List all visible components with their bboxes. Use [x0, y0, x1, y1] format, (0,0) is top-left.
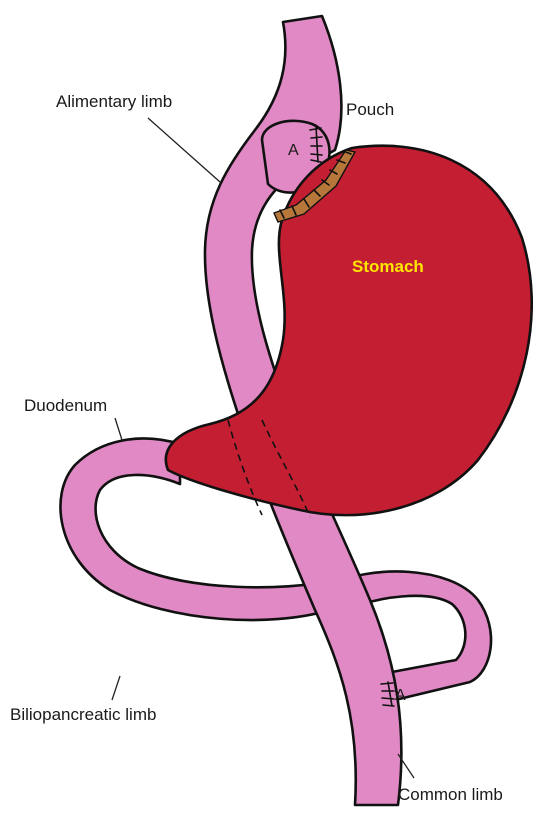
biliopancreatic-limb-label: Biliopancreatic limb [10, 705, 156, 724]
common-limb-label: Common limb [398, 785, 503, 804]
duodenum-label: Duodenum [24, 396, 107, 415]
alimentary-limb-label: Alimentary limb [56, 92, 172, 111]
anastomosis-label-upper: A [288, 142, 299, 159]
anastomosis-label-lower: A [395, 687, 406, 704]
pouch-label: Pouch [346, 100, 394, 119]
stomach-label: Stomach [352, 257, 424, 276]
duodenum-leader [115, 418, 122, 440]
biliopancreatic-limb-leader [112, 676, 120, 700]
alimentary-limb-leader [148, 118, 220, 182]
